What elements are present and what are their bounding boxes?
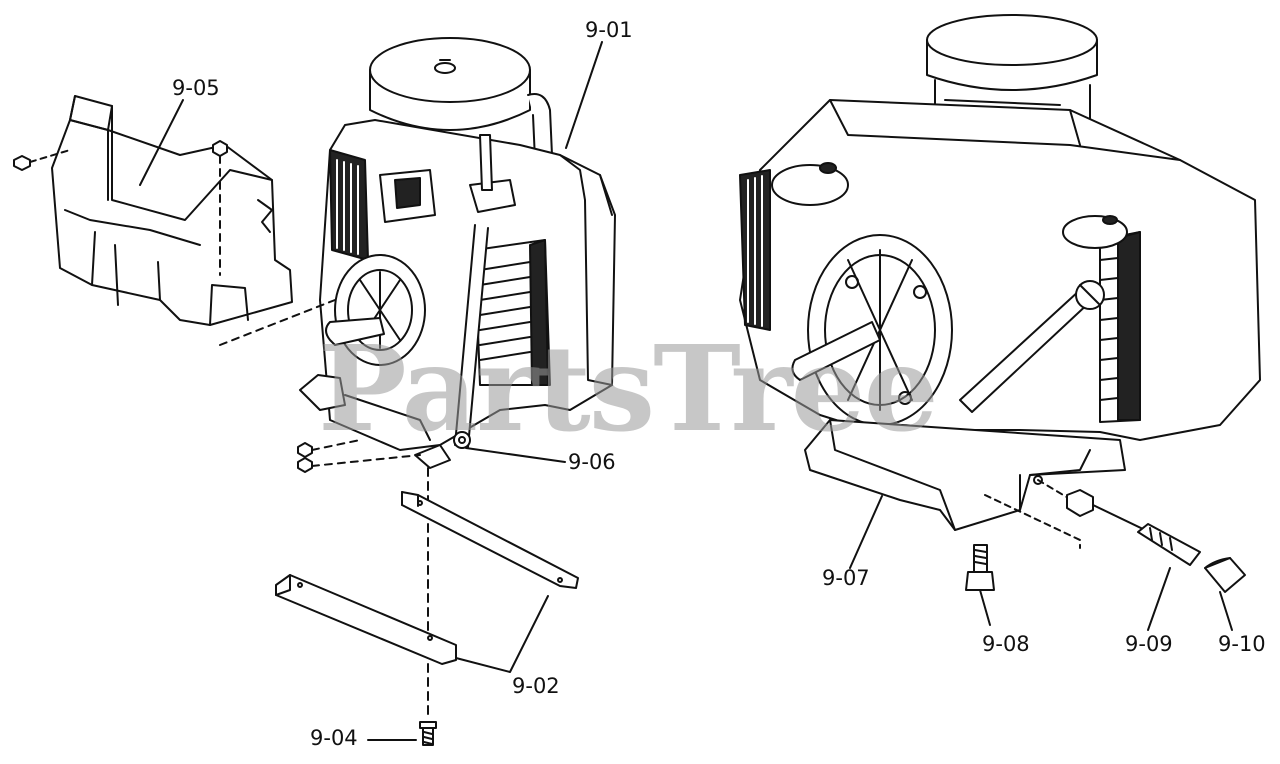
callout-9-08: 9-08: [982, 632, 1030, 656]
watermark: PartsTree: [318, 319, 939, 458]
screw-9-04: [419, 721, 437, 746]
callout-9-02: 9-02: [512, 674, 560, 698]
leader-lines: [139, 41, 1233, 741]
mounting-rails: [275, 491, 579, 665]
engine-left: [299, 37, 616, 469]
callout-9-07: 9-07: [822, 566, 870, 590]
callout-9-04: 9-04: [310, 726, 358, 750]
callout-9-09: 9-09: [1125, 632, 1173, 656]
callout-9-06: 9-06: [568, 450, 616, 474]
engine-shroud: [51, 95, 293, 326]
callout-9-10: 9-10: [1218, 632, 1266, 656]
fitting-hardware: [984, 475, 1246, 593]
engine-right: [739, 14, 1261, 531]
callout-9-05: 9-05: [172, 76, 220, 100]
bolt-9-08: [965, 544, 995, 591]
callout-9-01: 9-01: [585, 18, 633, 42]
shroud-hardware: [13, 140, 228, 276]
